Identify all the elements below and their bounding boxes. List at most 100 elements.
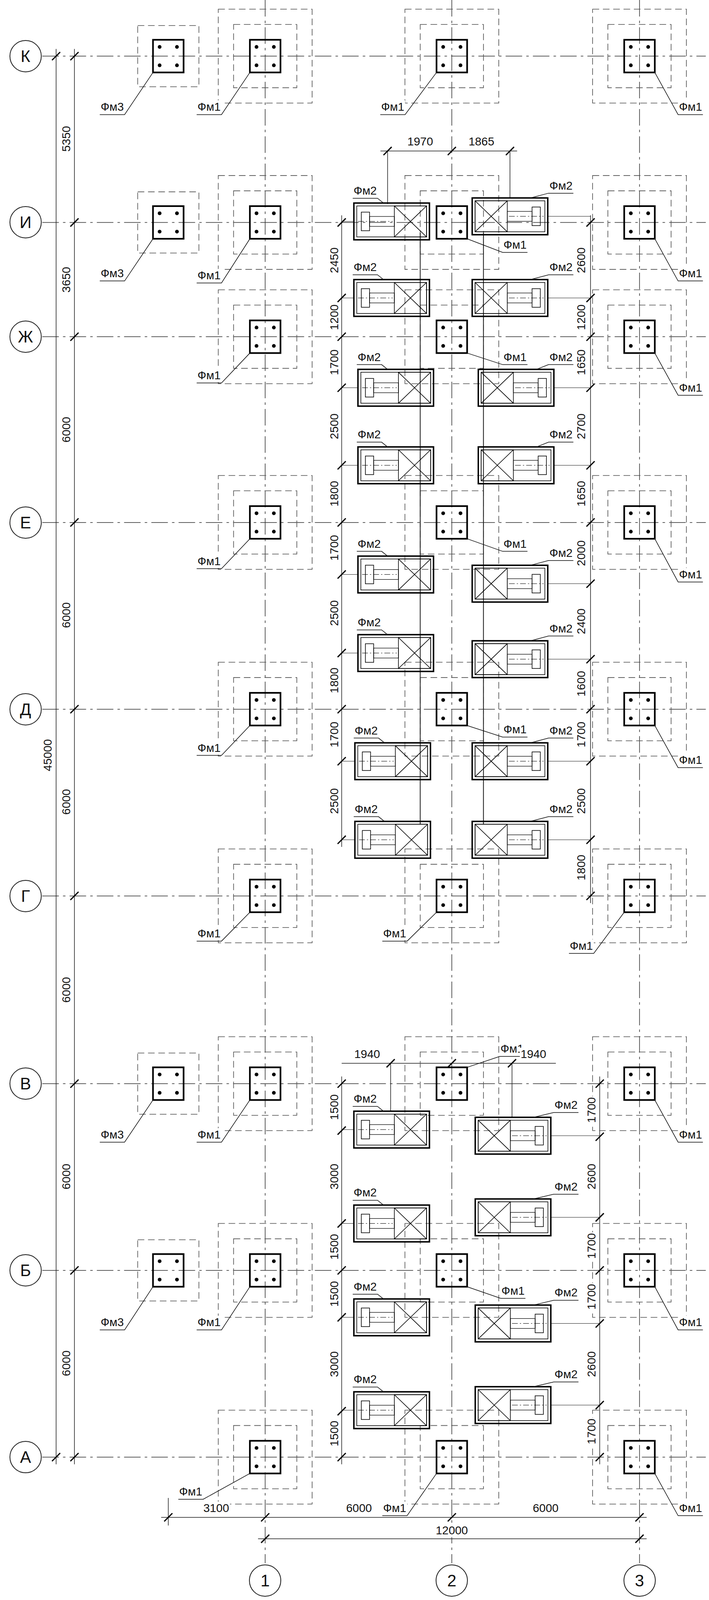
leader-lines <box>99 72 704 1515</box>
pump-cross <box>478 1307 511 1339</box>
dimension-tick <box>595 1078 604 1088</box>
footing-outline <box>218 1036 313 1131</box>
extension-line <box>341 297 354 299</box>
footing-outline <box>218 475 313 570</box>
anchor-bolt <box>628 902 633 907</box>
pump-foundation <box>472 742 548 780</box>
dimension-text: 1700 <box>585 1417 599 1445</box>
anchor-bolt <box>272 325 276 330</box>
leader-line <box>196 725 250 755</box>
dimension-text: 1200 <box>327 303 342 331</box>
anchor-bolt <box>458 211 463 216</box>
anchor-bolt <box>646 45 650 49</box>
column-section <box>436 1440 468 1473</box>
anchor-bolt <box>628 1463 633 1468</box>
footing-fm1 <box>405 475 499 570</box>
dimension-tick <box>337 1452 347 1461</box>
dimension-tick <box>70 218 79 227</box>
column-section <box>436 505 468 539</box>
anchor-bolt <box>646 511 650 515</box>
foundation-mark: Фм2 <box>356 536 382 551</box>
pump-body <box>395 745 428 777</box>
anchor-bolt <box>272 1463 276 1468</box>
anchor-bolt <box>272 884 276 889</box>
anchor-bolt <box>646 1277 650 1281</box>
pump-body <box>395 823 428 855</box>
footing-outline <box>233 1051 297 1115</box>
pump-cross <box>475 643 508 675</box>
dimension-tick <box>337 1406 347 1415</box>
leader-line <box>382 1472 437 1516</box>
pump-body <box>398 449 431 481</box>
foundation-outline <box>358 446 434 484</box>
pump-cross <box>475 643 508 675</box>
leader-line <box>196 1099 250 1142</box>
leader-line <box>353 816 385 822</box>
extension-line <box>341 573 359 575</box>
anchor-bolt <box>157 1258 162 1263</box>
bubble-circle <box>9 1440 42 1473</box>
column-section <box>436 39 468 73</box>
dimension-tick <box>260 1534 270 1543</box>
pump-body <box>478 1119 511 1151</box>
column-section <box>153 1253 184 1287</box>
footing-outline <box>607 677 672 741</box>
leader-line <box>353 737 385 743</box>
foundation-outline <box>472 820 548 858</box>
column-section <box>249 692 281 726</box>
extension-line <box>341 1409 354 1410</box>
anchor-bolt <box>628 1258 633 1263</box>
dimension-tick <box>70 52 79 61</box>
footing-outline <box>420 1051 484 1115</box>
column-section <box>624 505 655 539</box>
leader-line <box>196 238 250 283</box>
footing-outline <box>592 475 687 570</box>
dimension-text: 6000 <box>345 1500 373 1515</box>
foundation-inner <box>360 558 431 590</box>
axis-mark: 3 <box>635 1570 645 1589</box>
dimension-text: 1700 <box>585 1282 599 1310</box>
foundation-mark: Фм2 <box>356 350 382 364</box>
dimension-tick <box>337 1078 347 1088</box>
anchor-bolt <box>646 884 650 889</box>
anchor-bolt <box>441 884 446 889</box>
dimension-line <box>74 49 76 1464</box>
axis-mark: 2 <box>447 1570 457 1589</box>
foundation-mark: Фм1 <box>678 1315 703 1329</box>
leader-line <box>352 198 384 204</box>
center-line <box>512 1322 547 1324</box>
anchor-bolt <box>458 325 463 330</box>
anchor-bolt <box>441 1463 446 1468</box>
dimension-text: 2500 <box>327 787 342 815</box>
dimension-tick <box>586 518 595 527</box>
footing-outline <box>233 190 297 254</box>
foundation-outline <box>475 1304 551 1342</box>
grid-axis <box>42 1269 707 1271</box>
foundation-mark: Фм1 <box>196 554 222 568</box>
pump-cross <box>475 282 508 314</box>
pump-foundation <box>472 640 548 678</box>
axis-mark: В <box>19 1074 31 1093</box>
dimension-text: 2500 <box>327 412 342 440</box>
pump-cross <box>478 1389 511 1421</box>
anchor-bolt <box>157 63 162 68</box>
bubble-circle <box>623 1564 656 1596</box>
axis-mark: А <box>19 1447 31 1466</box>
dimension-text: 1500 <box>327 1419 342 1447</box>
axis-mark: И <box>19 213 32 232</box>
extension-line <box>341 839 355 840</box>
bubble-circle <box>9 693 42 725</box>
anchor-bolt <box>628 325 633 330</box>
column-section <box>624 1253 655 1287</box>
footing-outline <box>218 1409 313 1504</box>
foundation-inner <box>475 200 546 232</box>
dimension-text: 3100 <box>202 1500 230 1515</box>
footing-outline <box>405 475 499 570</box>
anchor-bolt <box>254 529 259 534</box>
grid-axis <box>451 0 453 1563</box>
pump-foundation <box>358 555 434 593</box>
anchor-bolt <box>254 1258 259 1263</box>
pump-cross <box>394 1207 427 1239</box>
foundation-outline <box>353 279 430 317</box>
foundation-mark: Фм2 <box>353 723 379 737</box>
